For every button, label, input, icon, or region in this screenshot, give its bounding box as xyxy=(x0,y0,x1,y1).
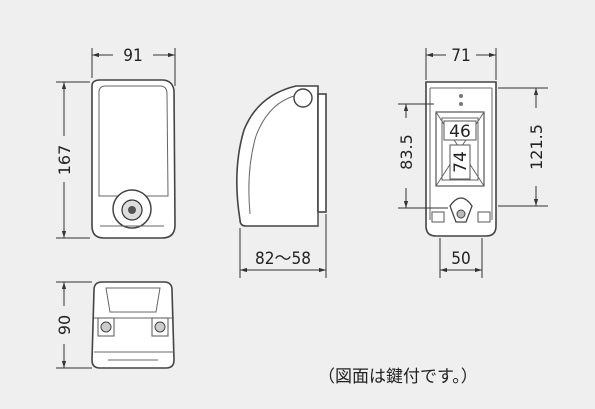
back-height-left-label: 83.5 xyxy=(397,134,416,170)
front-view: 91 167 xyxy=(55,46,176,239)
side-view: 82〜58 xyxy=(236,85,327,278)
back-height-right-label: 121.5 xyxy=(527,124,546,170)
drawing-note: （図面は鍵付です。） xyxy=(318,367,478,387)
front-height-label: 167 xyxy=(55,145,74,176)
window-upper-label: 46 xyxy=(449,122,471,142)
back-width-label: 71 xyxy=(451,46,470,66)
back-view: 46 74 71 83.5 121.5 50 xyxy=(397,46,548,278)
bottom-view: 90 xyxy=(55,281,175,369)
window-lower-label: 74 xyxy=(451,151,471,173)
back-bottom-width-label: 50 xyxy=(451,249,470,269)
bottom-height-label: 90 xyxy=(55,315,74,335)
front-width-label: 91 xyxy=(123,46,142,66)
side-depth-label: 82〜58 xyxy=(255,249,311,269)
